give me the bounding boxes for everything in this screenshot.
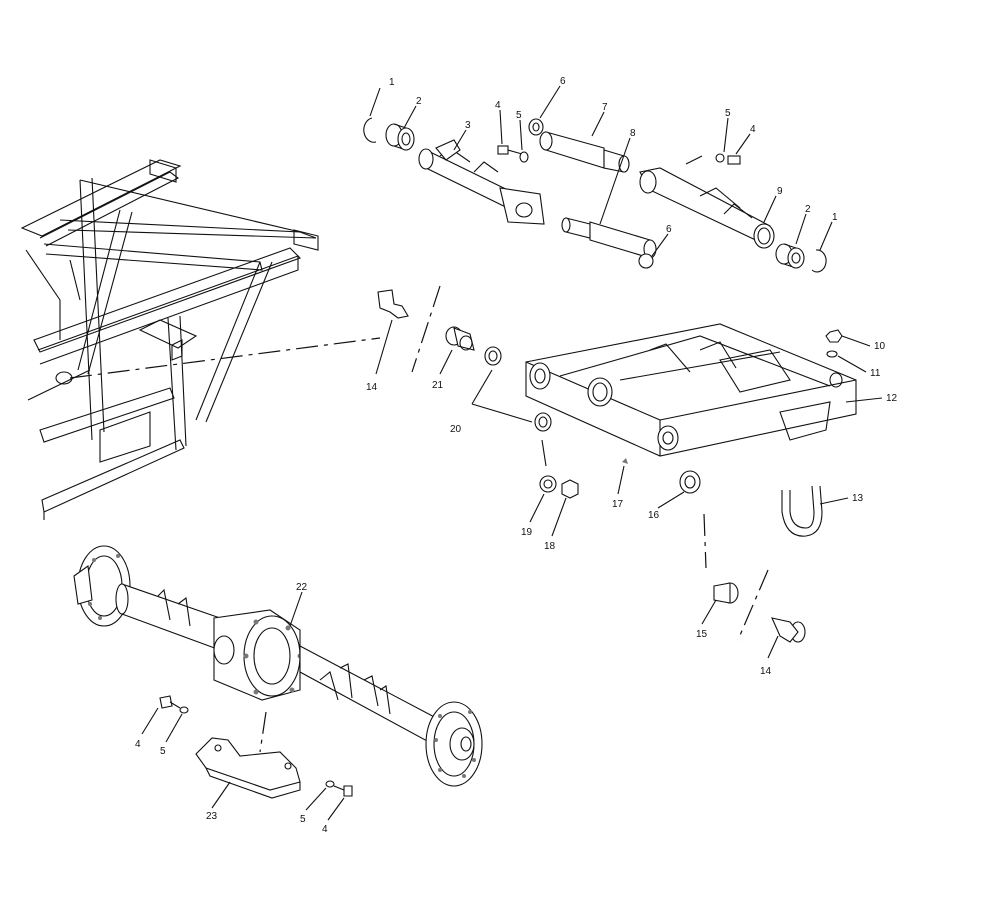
callout-7: 7 bbox=[602, 102, 608, 113]
callout-18: 18 bbox=[544, 541, 556, 552]
bolt-washer-bottom-right bbox=[325, 780, 353, 797]
bushing-lower bbox=[638, 253, 654, 269]
callout-4: 4 bbox=[750, 124, 756, 135]
axle-bracket bbox=[195, 737, 301, 799]
callout-21: 21 bbox=[432, 380, 444, 391]
callout-17: 17 bbox=[612, 499, 624, 510]
callout-labels: 1 2 3 4 5 6 7 8 5 4 9 2 1 6 10 11 12 14 … bbox=[135, 76, 898, 835]
rear-axle-assembly bbox=[73, 545, 483, 787]
callout-4: 4 bbox=[135, 739, 141, 750]
nut-18 bbox=[561, 479, 579, 499]
callout-5: 5 bbox=[516, 110, 522, 121]
frame-mount-centerline bbox=[69, 337, 381, 379]
callout-11: 11 bbox=[870, 368, 881, 379]
pivot-shaft-upper bbox=[539, 131, 630, 173]
callout-16: 16 bbox=[648, 510, 660, 521]
nut-washer-10-11 bbox=[825, 329, 843, 358]
snap-ring-right bbox=[811, 249, 827, 273]
pivot-shaft-lower bbox=[561, 217, 657, 259]
vehicle-frame bbox=[20, 159, 319, 520]
stud-14-upper bbox=[377, 289, 409, 319]
callout-2: 2 bbox=[805, 204, 811, 215]
callout-14: 14 bbox=[366, 382, 378, 393]
callout-6: 6 bbox=[560, 76, 566, 87]
callout-1: 1 bbox=[389, 77, 395, 88]
spacer-20-upper bbox=[484, 346, 502, 366]
callout-14: 14 bbox=[760, 666, 772, 677]
bushing-16 bbox=[679, 470, 701, 494]
callout-22: 22 bbox=[296, 582, 308, 593]
leader-lines bbox=[141, 85, 883, 821]
callout-5: 5 bbox=[160, 746, 166, 757]
centerline-16-15 bbox=[703, 513, 707, 569]
pivot-tube-assembly bbox=[363, 117, 827, 273]
snap-ring-left bbox=[363, 117, 377, 143]
centerline-15-14 bbox=[737, 569, 769, 641]
callout-2: 2 bbox=[416, 96, 422, 107]
fitting-17 bbox=[622, 458, 628, 464]
washer-19 bbox=[539, 475, 557, 493]
callout-4: 4 bbox=[495, 100, 501, 111]
bolt-washer-bottom-left bbox=[159, 695, 189, 714]
callout-8: 8 bbox=[630, 128, 636, 139]
callout-20: 20 bbox=[450, 424, 462, 435]
bushing-15 bbox=[713, 582, 739, 604]
callout-3: 3 bbox=[465, 120, 471, 131]
stud-14-lower bbox=[771, 617, 806, 643]
centerline-14-21 bbox=[411, 285, 441, 373]
spacer-20-lower bbox=[534, 412, 552, 432]
swing-arm bbox=[525, 323, 857, 457]
callout-12: 12 bbox=[886, 393, 898, 404]
callout-1: 1 bbox=[832, 212, 838, 223]
breather-hose bbox=[781, 485, 823, 537]
bearing-left bbox=[385, 123, 415, 151]
callout-5: 5 bbox=[725, 108, 731, 119]
bushing-21 bbox=[445, 326, 475, 351]
callout-15: 15 bbox=[696, 629, 708, 640]
bolt-washer-top-right bbox=[685, 153, 741, 165]
bushing-top bbox=[528, 118, 544, 136]
centerline-22-23 bbox=[259, 711, 267, 753]
callout-6: 6 bbox=[666, 224, 672, 235]
callout-5: 5 bbox=[300, 814, 306, 825]
callout-4: 4 bbox=[322, 824, 328, 835]
bearing-right bbox=[775, 243, 805, 269]
bolt-washer-top-left bbox=[497, 145, 529, 163]
callout-23: 23 bbox=[206, 811, 218, 822]
callout-9: 9 bbox=[777, 186, 783, 197]
pivot-tube-right bbox=[639, 167, 775, 249]
callout-10: 10 bbox=[874, 341, 886, 352]
pivot-tube-left bbox=[418, 139, 545, 225]
callout-13: 13 bbox=[852, 493, 864, 504]
callout-19: 19 bbox=[521, 527, 533, 538]
